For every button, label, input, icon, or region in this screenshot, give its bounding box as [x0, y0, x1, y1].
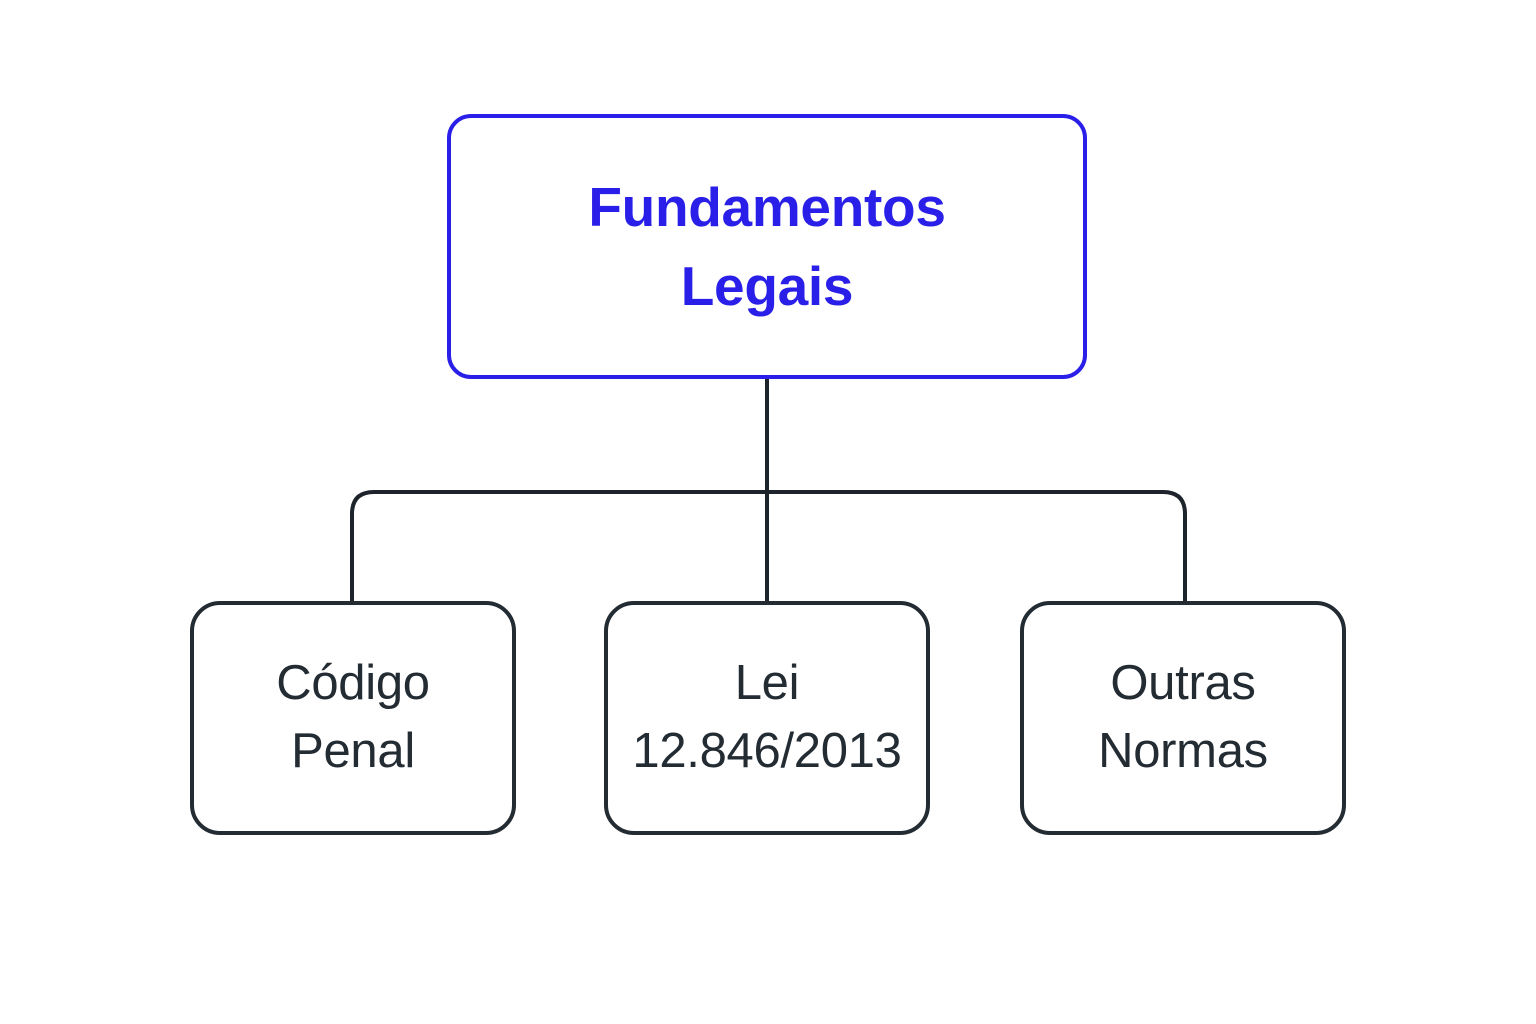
node-fundamentos-legais[interactable]: Fundamentos Legais	[447, 114, 1087, 379]
node-lei-12846-2013[interactable]: Lei 12.846/2013	[604, 601, 930, 835]
node-fundamentos-legais-label: Fundamentos Legais	[588, 176, 946, 317]
node-outras-normas-label: Outras Normas	[1098, 656, 1268, 778]
node-outras-normas[interactable]: Outras Normas	[1020, 601, 1346, 835]
node-lei-12846-2013-label: Lei 12.846/2013	[632, 656, 902, 778]
edge-root-to-outras-normas	[767, 490, 1187, 601]
edge-root-to-codigo-penal	[350, 490, 767, 601]
node-codigo-penal[interactable]: Código Penal	[190, 601, 516, 835]
node-codigo-penal-label: Código Penal	[276, 656, 430, 778]
